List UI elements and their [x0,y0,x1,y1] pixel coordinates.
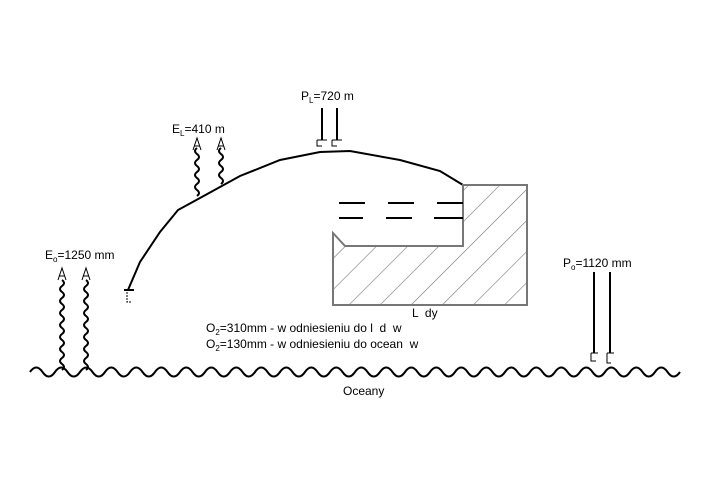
evaporation-squiggle [218,147,224,185]
evaporation-land-label: EL=410 m [172,122,225,138]
land-label: L dy [412,306,438,320]
arrow-up-icon [57,266,67,281]
arrow-up-icon [81,266,91,281]
evaporation-squiggle [59,279,65,371]
evaporation-squiggle [83,279,89,371]
land-profile [127,149,464,291]
outflow-land-label: O2=310mm - w odniesieniu do l d w [206,321,402,337]
evaporation-ocean-label: Eo=1250 mm [45,248,115,264]
outflow-ocean-label: O2=130mm - w odniesieniu do ocean w [206,337,419,353]
precipitation-land [316,108,342,147]
ocean-label: Oceany [343,384,384,398]
water-dashes [339,202,463,219]
arrow-up-icon [216,136,226,151]
land-edge-mark-dash [126,292,131,303]
land-block-hatched [332,184,528,306]
arrow-up-icon [192,136,202,151]
precipitation-ocean [590,272,614,364]
ocean-wave [29,366,681,378]
precipitation-ocean-label: Po=1120 mm [563,256,632,272]
evaporation-arrows [57,136,226,371]
precipitation-land-label: PL=720 m [301,89,354,105]
evaporation-squiggle [194,147,200,197]
